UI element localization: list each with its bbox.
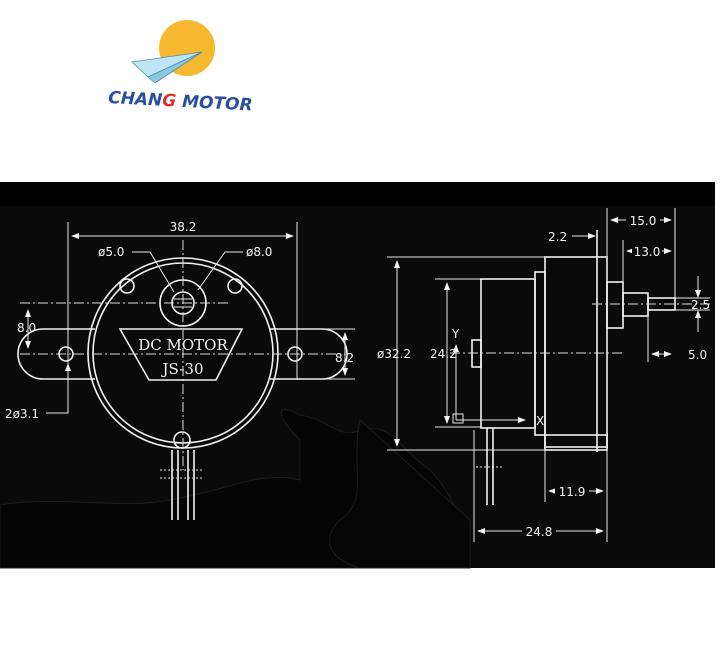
dim-total-depth: 24.8 [526,525,553,539]
dim-body-depth: 11.9 [559,485,586,499]
dim-width: 38.2 [170,220,197,234]
dim-shaft-tip: 5.0 [688,348,707,362]
dim-hole-small: ø5.0 [98,245,124,259]
side-view: ø32.2 24.2 Y X 11.9 24.8 1 [377,208,712,542]
dim-left-offset: 8.0 [17,321,36,335]
dim-shaft-length: 15.0 [630,214,657,228]
dim-hole-large: ø8.0 [246,245,272,259]
dim-shaft-step: 13.0 [634,245,661,259]
front-view: DC MOTOR JS-30 38.2 ø5.0 ø8.0 8.0 8.2 2ø… [5,220,355,520]
dim-ear-height: 8.2 [335,351,354,365]
dim-shaft-dia: 2.5 [691,298,710,312]
chang-motor-logo: CHANG MOTOR [108,20,253,116]
dim-mount-holes: 2ø3.1 [5,407,39,421]
axis-y-label: Y [451,327,460,341]
dim-height: 24.2 [430,347,457,361]
axis-x-label: X [536,414,544,428]
svg-text:CHANG MOTOR: CHANG MOTOR [108,88,253,116]
dim-diameter: ø32.2 [377,347,411,361]
background-silhouettes [0,409,471,569]
plate-line-2: JS-30 [161,360,204,378]
dim-flange: 2.2 [548,230,567,244]
